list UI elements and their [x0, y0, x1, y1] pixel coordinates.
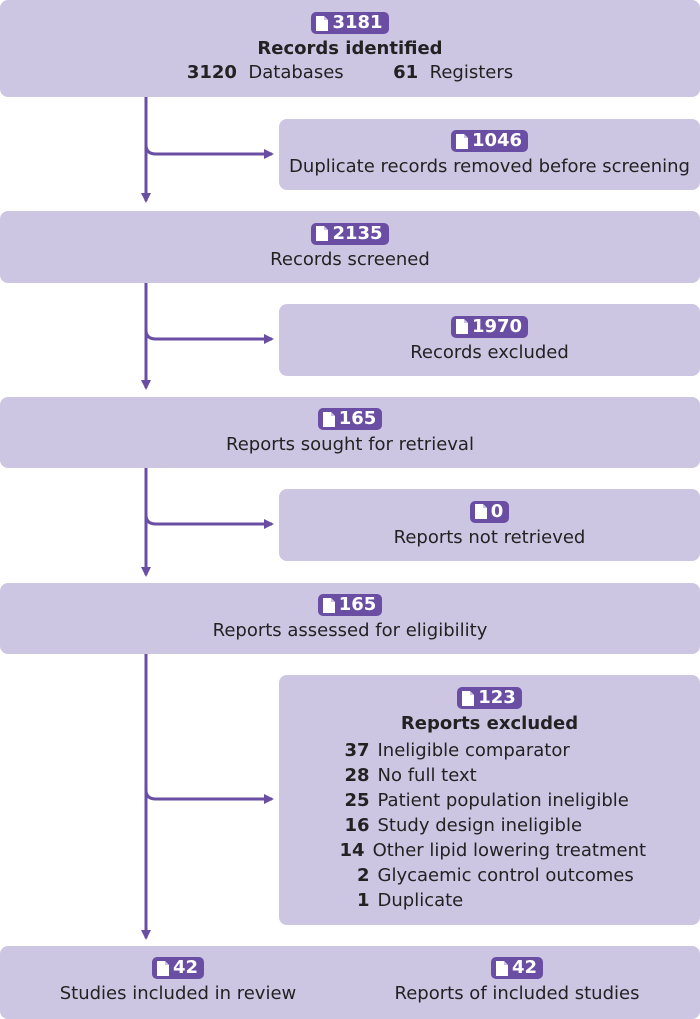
arrow-to-reports-excluded [144, 789, 274, 804]
not-retrieved-count: 0 [490, 500, 504, 522]
reports-assessed-label: Reports assessed for eligibility [212, 620, 488, 641]
document-icon [462, 690, 475, 706]
records-identified-sources: 3120 Databases 61 Registers [187, 61, 513, 85]
reports-excluded-badge: 123 [457, 687, 522, 709]
records-identified-badge: 3181 [311, 12, 389, 34]
records-excluded-label: Records excluded [410, 341, 569, 363]
records-screened-label: Records screened [270, 248, 430, 270]
records-screened-badge: 2135 [311, 222, 389, 245]
arrow-to-not-retrieved [144, 514, 274, 529]
records-excluded-count: 1970 [471, 315, 523, 337]
studies-included-label: Studies included in review [59, 983, 297, 1004]
reports-not-retrieved-box: 0 Reports not retrieved [279, 489, 700, 561]
records-excluded-badge: 1970 [450, 315, 529, 338]
document-icon [322, 411, 335, 427]
databases-count: 3120 [186, 62, 237, 83]
reports-included-count: 42 [511, 957, 538, 978]
databases-label: Databases [248, 62, 344, 83]
reports-included: 42 Reports of included studies [360, 957, 674, 1006]
duplicates-badge: 1046 [450, 130, 529, 152]
included-box: 42 Studies included in review 42 Reports… [0, 946, 700, 1019]
arrow-to-excluded [144, 329, 274, 344]
records-screened-count: 2135 [332, 222, 383, 244]
reports-sought-box: 165 Reports sought for retrieval [0, 397, 700, 468]
records-screened-box: 2135 Records screened [0, 211, 700, 283]
reports-included-label: Reports of included studies [394, 983, 640, 1004]
document-icon [316, 226, 329, 241]
records-identified-box: 3181 Records identified 3120 Databases 6… [0, 0, 700, 97]
reports-sought-badge: 165 [317, 408, 383, 430]
reports-excluded-count: 123 [478, 687, 516, 708]
arrow-to-duplicates [144, 144, 274, 159]
records-excluded-box: 1970 Records excluded [279, 304, 700, 376]
reports-sought-label: Reports sought for retrieval [226, 434, 474, 455]
reports-assessed-count: 165 [338, 594, 377, 615]
records-identified-count: 3181 [332, 12, 383, 33]
document-icon [156, 960, 169, 976]
document-icon [316, 15, 329, 31]
not-retrieved-label: Reports not retrieved [393, 526, 586, 548]
duplicates-removed-box: 1046 Duplicate records removed before sc… [279, 119, 700, 190]
document-icon [322, 597, 335, 613]
document-icon [474, 504, 487, 519]
not-retrieved-badge: 0 [469, 500, 510, 523]
duplicates-count: 1046 [471, 130, 523, 151]
duplicates-label: Duplicate records removed before screeni… [289, 156, 690, 177]
document-icon [455, 319, 468, 334]
reports-assessed-box: 165 Reports assessed for eligibility [0, 583, 700, 654]
document-icon [455, 133, 468, 149]
studies-included: 42 Studies included in review [0, 957, 356, 1006]
registers-count: 61 [393, 62, 419, 83]
registers-label: Registers [429, 62, 514, 83]
reports-excluded-label: Reports excluded [400, 713, 579, 734]
records-identified-label: Records identified [257, 38, 443, 59]
reports-included-badge: 42 [490, 957, 544, 979]
reports-sought-count: 165 [338, 408, 377, 429]
reports-assessed-badge: 165 [317, 594, 383, 616]
studies-included-count: 42 [172, 957, 199, 978]
studies-included-badge: 42 [151, 957, 205, 979]
document-icon [495, 960, 508, 976]
